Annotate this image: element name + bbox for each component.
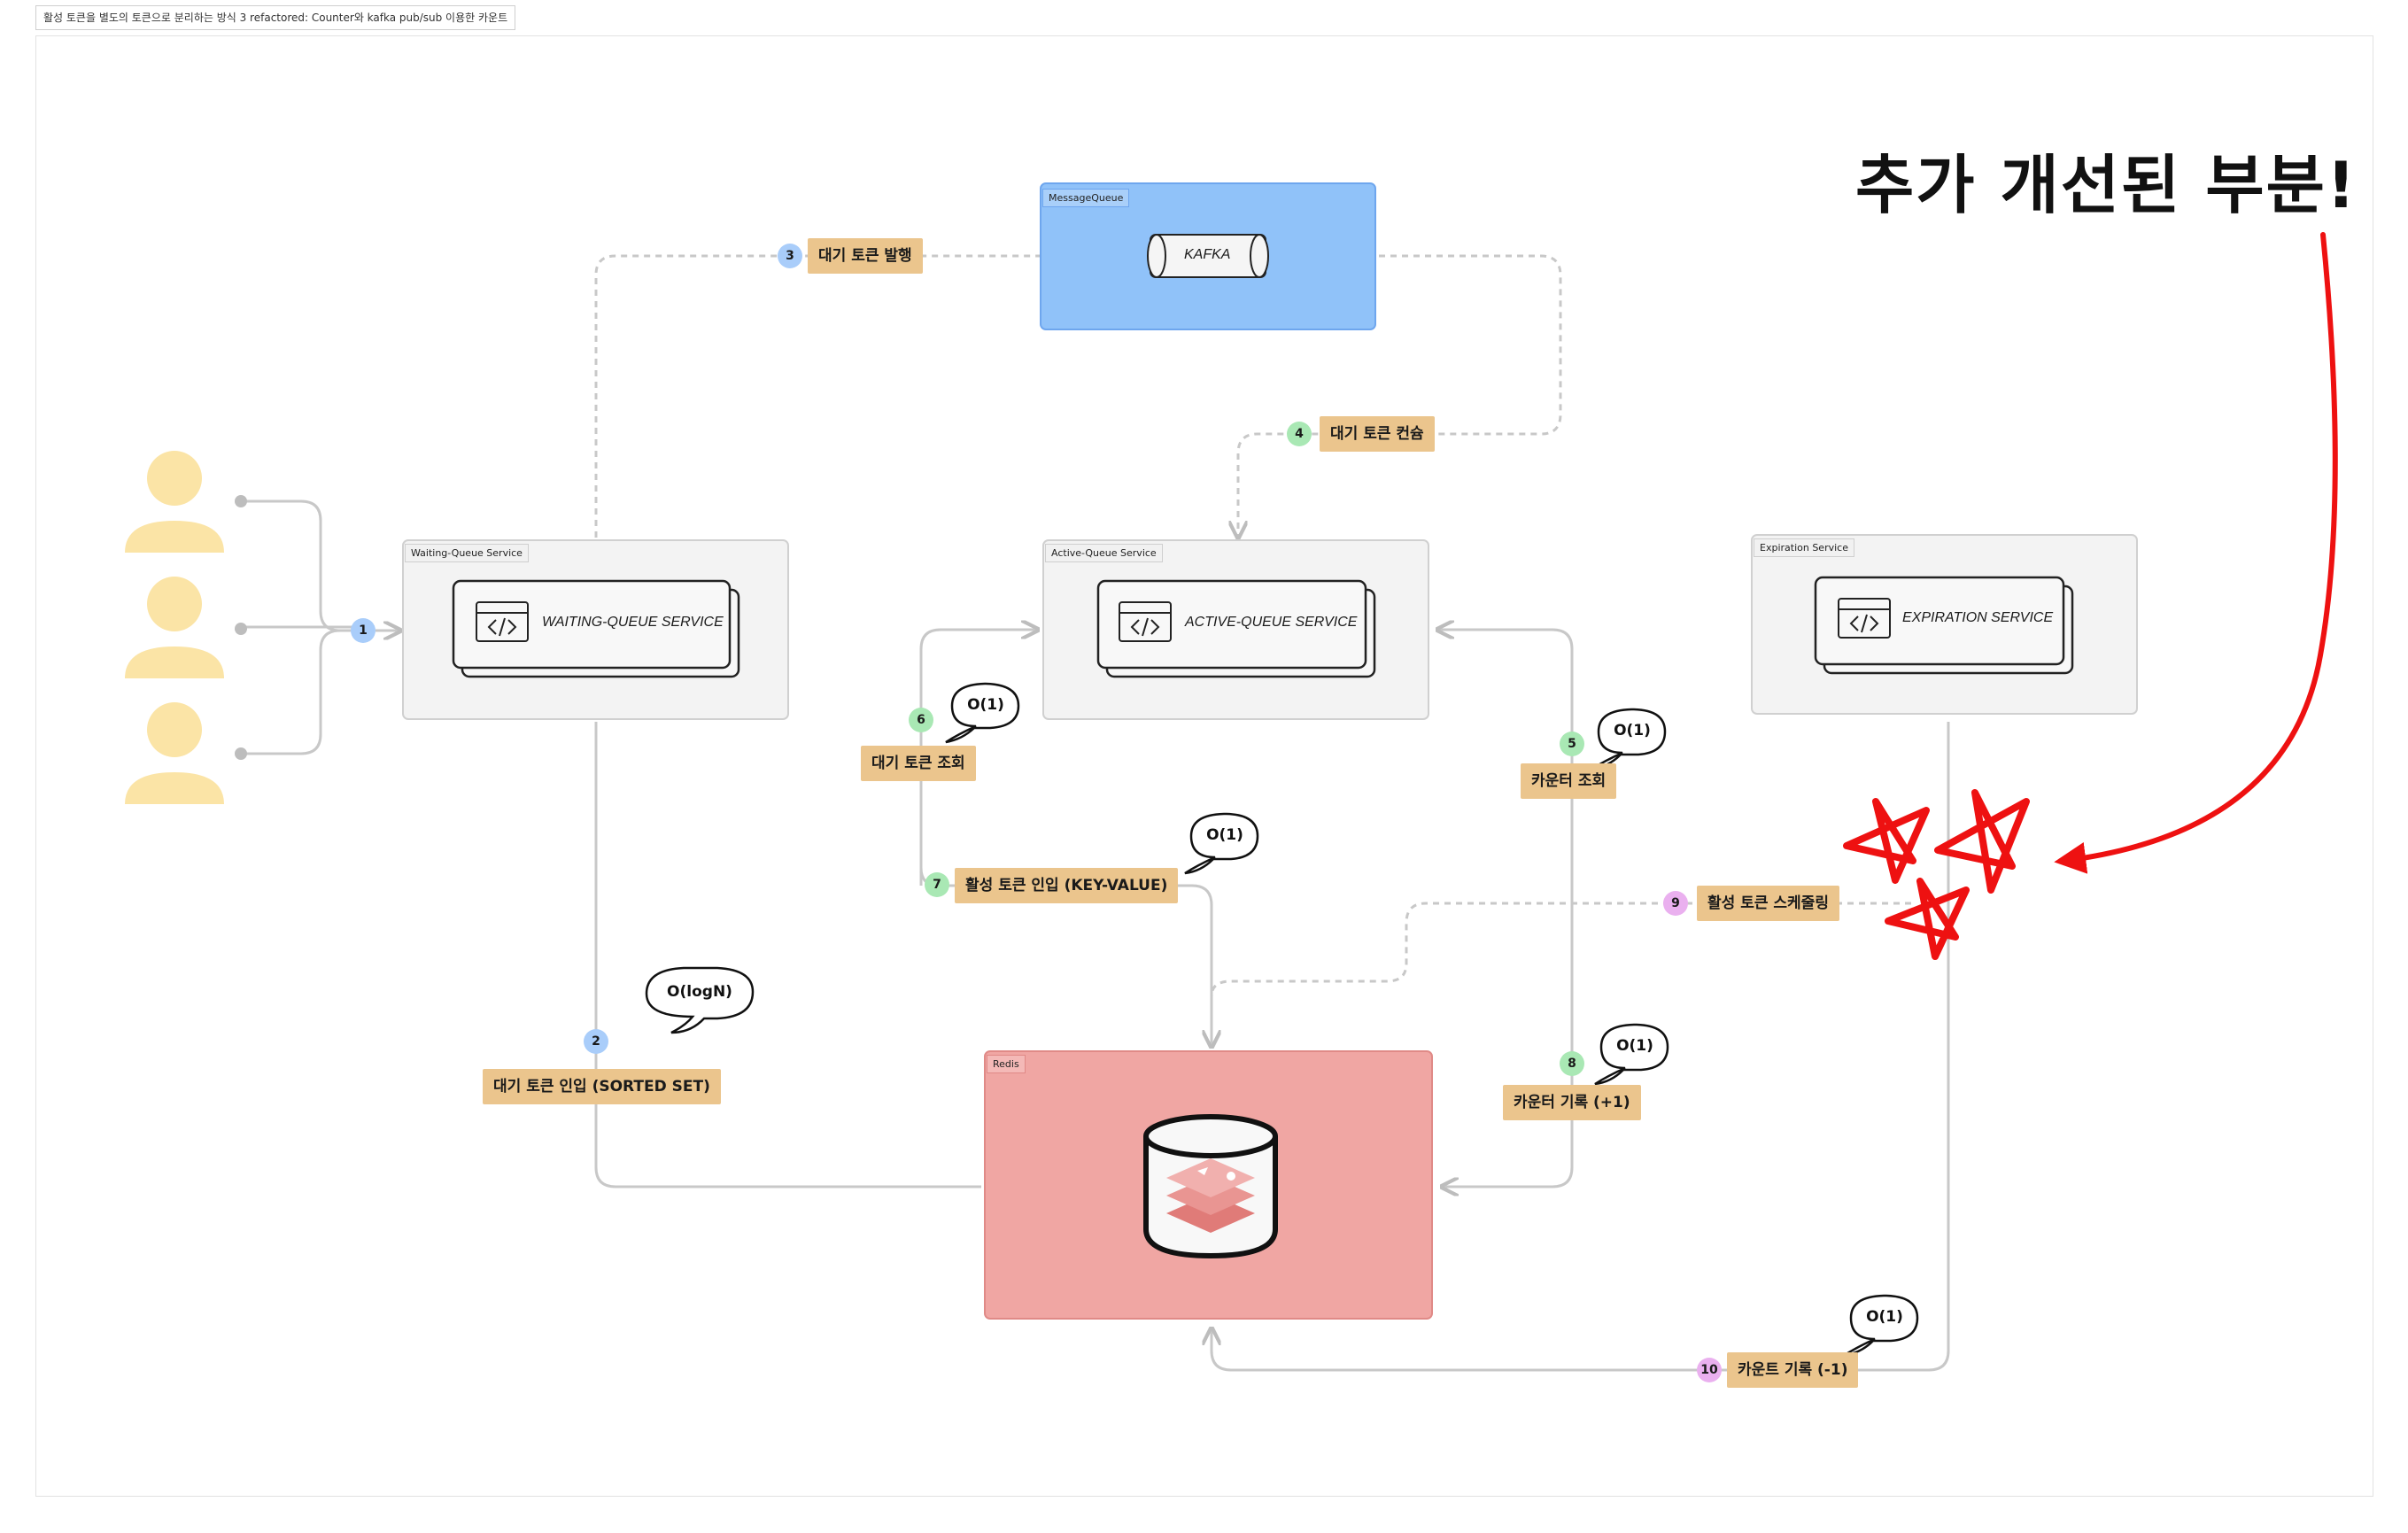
waiting-queue-node[interactable] <box>402 539 789 720</box>
user-connectors <box>241 499 399 755</box>
active-queue-service-text: ACTIVE-QUEUE SERVICE <box>1185 615 1358 630</box>
step-label-8: 카운터 기록 (+1) <box>1503 1085 1641 1120</box>
complexity-bubbles <box>645 682 1919 1357</box>
diagram-title: 활성 토큰을 별도의 토큰으로 분리하는 방식 3 refactored: Co… <box>35 5 516 30</box>
step-badge-10: 10 <box>1697 1358 1722 1382</box>
step-badge-6: 6 <box>909 708 933 732</box>
step-label-9: 활성 토큰 스케줄링 <box>1697 886 1839 921</box>
dashed-connectors <box>594 254 1911 997</box>
step-badge-4: 4 <box>1287 422 1312 446</box>
message-queue-node[interactable] <box>1040 182 1376 330</box>
message-queue-label: MessageQueue <box>1042 189 1130 207</box>
step-label-10: 카운트 기록 (-1) <box>1727 1352 1859 1388</box>
code-window-icon <box>1119 601 1172 642</box>
complexity-step-10: O(1) <box>1866 1308 1903 1326</box>
step-label-6: 대기 토큰 조회 <box>861 746 976 781</box>
step-label-2: 대기 토큰 인입 (SORTED SET) <box>483 1069 721 1104</box>
bubble-step-2 <box>645 966 755 1034</box>
step-label-3: 대기 토큰 발행 <box>808 238 923 274</box>
database-icon <box>1143 1114 1278 1259</box>
complexity-step-7: O(1) <box>1206 826 1243 844</box>
step-badge-2: 2 <box>584 1029 608 1054</box>
bubble-step-7 <box>1184 812 1259 875</box>
red-star <box>1843 798 1930 884</box>
red-arrow <box>2054 232 2338 874</box>
user-connector-dots <box>235 495 247 760</box>
expiration-label: Expiration Service <box>1754 538 1854 557</box>
redis-logo <box>1166 1158 1255 1233</box>
step-badge-3: 3 <box>778 244 802 268</box>
step-badge-7: 7 <box>925 872 949 897</box>
red-star <box>1934 789 2030 894</box>
step-badge-8: 8 <box>1560 1051 1584 1076</box>
waiting-queue-service-text: WAITING-QUEUE SERVICE <box>542 615 724 630</box>
step-label-5: 카운터 조회 <box>1521 763 1617 799</box>
complexity-step-5: O(1) <box>1614 722 1651 739</box>
active-queue-label: Active-Queue Service <box>1045 544 1163 562</box>
redis-node[interactable] <box>984 1050 1433 1320</box>
bubble-step-8 <box>1594 1023 1669 1086</box>
step-label-4: 대기 토큰 컨슘 <box>1320 416 1435 452</box>
complexity-step-2: O(logN) <box>667 983 732 1001</box>
waiting-queue-label: Waiting-Queue Service <box>405 544 529 562</box>
user-icons <box>125 451 224 804</box>
step-badge-5: 5 <box>1560 732 1584 756</box>
step-badge-1: 1 <box>351 618 376 643</box>
expiration-service-text: EXPIRATION SERVICE <box>1902 610 2054 625</box>
diagram-frame <box>35 35 2373 1497</box>
redis-label: Redis <box>987 1055 1026 1073</box>
red-star <box>1885 878 1970 960</box>
active-queue-node[interactable] <box>1042 539 1429 720</box>
complexity-step-6: O(1) <box>967 696 1004 714</box>
step-badge-9: 9 <box>1663 891 1688 916</box>
improvement-annotation <box>1843 232 2338 960</box>
code-window-icon <box>476 601 529 642</box>
bubble-step-6 <box>945 682 1020 744</box>
user-icon <box>125 702 224 804</box>
code-window-icon <box>1838 598 1891 639</box>
step-label-7: 활성 토큰 인입 (KEY-VALUE) <box>955 868 1179 903</box>
expiration-node[interactable] <box>1751 534 2138 715</box>
complexity-step-8: O(1) <box>1616 1037 1653 1055</box>
kafka-text: KAFKA <box>1184 247 1231 262</box>
improvement-headline: 추가 개선된 부분! <box>1855 148 2358 222</box>
user-icon <box>125 451 224 553</box>
user-icon <box>125 577 224 678</box>
